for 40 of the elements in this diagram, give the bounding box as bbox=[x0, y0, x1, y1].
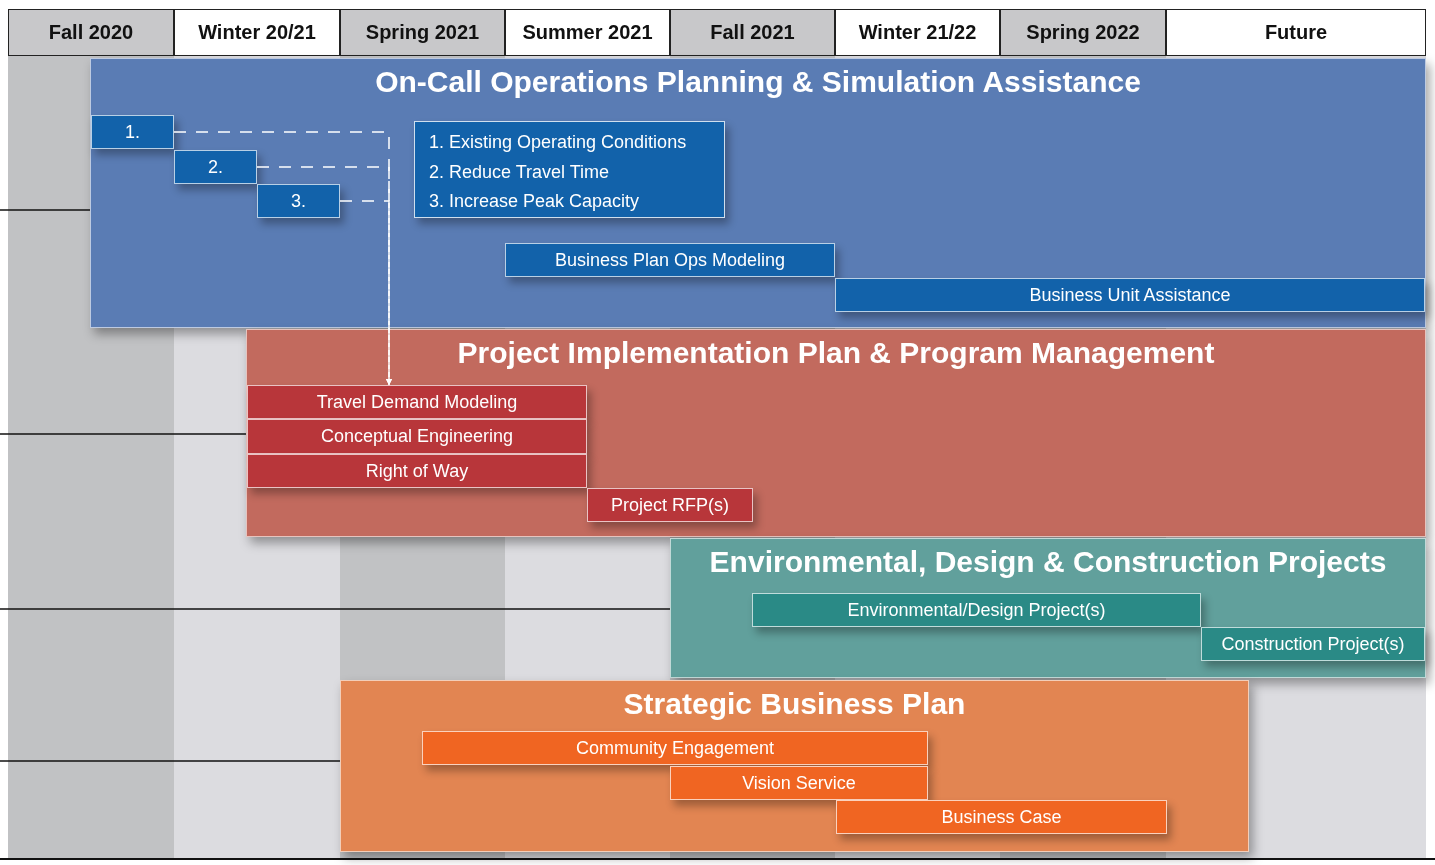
dashed-arrow bbox=[173, 131, 392, 386]
task-bar: 2. bbox=[174, 150, 257, 184]
task-bar: Project RFP(s) bbox=[587, 488, 753, 522]
phase-panel bbox=[90, 58, 1426, 328]
list-item: 2. Reduce Travel Time bbox=[429, 160, 611, 184]
list-item: 3. Increase Peak Capacity bbox=[429, 190, 641, 213]
panel-title: Strategic Business Plan bbox=[622, 687, 967, 721]
task-bar: Right of Way bbox=[247, 454, 587, 488]
task-bar: Environmental/Design Project(s) bbox=[752, 593, 1201, 627]
task-bar: 3. bbox=[257, 184, 340, 218]
connector-line bbox=[0, 608, 671, 610]
task-bar: Conceptual Engineering bbox=[247, 419, 587, 454]
phase-panel bbox=[246, 329, 1426, 537]
column-header: Summer 2021 bbox=[505, 9, 670, 56]
panel-title: Environmental, Design & Construction Projects bbox=[708, 545, 1388, 579]
connector-line bbox=[0, 760, 341, 762]
task-bar: Community Engagement bbox=[422, 731, 928, 765]
column-header: Spring 2021 bbox=[340, 9, 505, 56]
panel-title: Project Implementation Plan & Program Management bbox=[456, 336, 1216, 370]
column-header: Fall 2021 bbox=[670, 9, 835, 56]
task-bar: Business Plan Ops Modeling bbox=[505, 243, 835, 277]
task-list-box bbox=[414, 121, 725, 218]
task-bar: Construction Project(s) bbox=[1201, 627, 1425, 661]
task-bar: 1. bbox=[91, 115, 174, 149]
panel-title: On-Call Operations Planning & Simulation Assistance bbox=[374, 65, 1142, 99]
column-header: Fall 2020 bbox=[8, 9, 174, 56]
column-header: Winter 21/22 bbox=[835, 9, 1000, 56]
phase-panel bbox=[670, 538, 1426, 678]
connector-line bbox=[0, 433, 247, 435]
task-bar: Business Case bbox=[836, 800, 1167, 834]
task-bar: Travel Demand Modeling bbox=[247, 385, 587, 419]
column-header: Spring 2022 bbox=[1000, 9, 1166, 56]
phase-panel bbox=[340, 680, 1249, 852]
column-header: Future bbox=[1166, 9, 1426, 56]
connector-line bbox=[0, 209, 91, 211]
dashed-arrow bbox=[339, 200, 392, 386]
list-item: 1. Existing Operating Conditions bbox=[429, 131, 688, 154]
column-header: Winter 20/21 bbox=[174, 9, 340, 56]
task-bar: Vision Service bbox=[670, 766, 928, 800]
task-bar: Business Unit Assistance bbox=[835, 278, 1425, 312]
